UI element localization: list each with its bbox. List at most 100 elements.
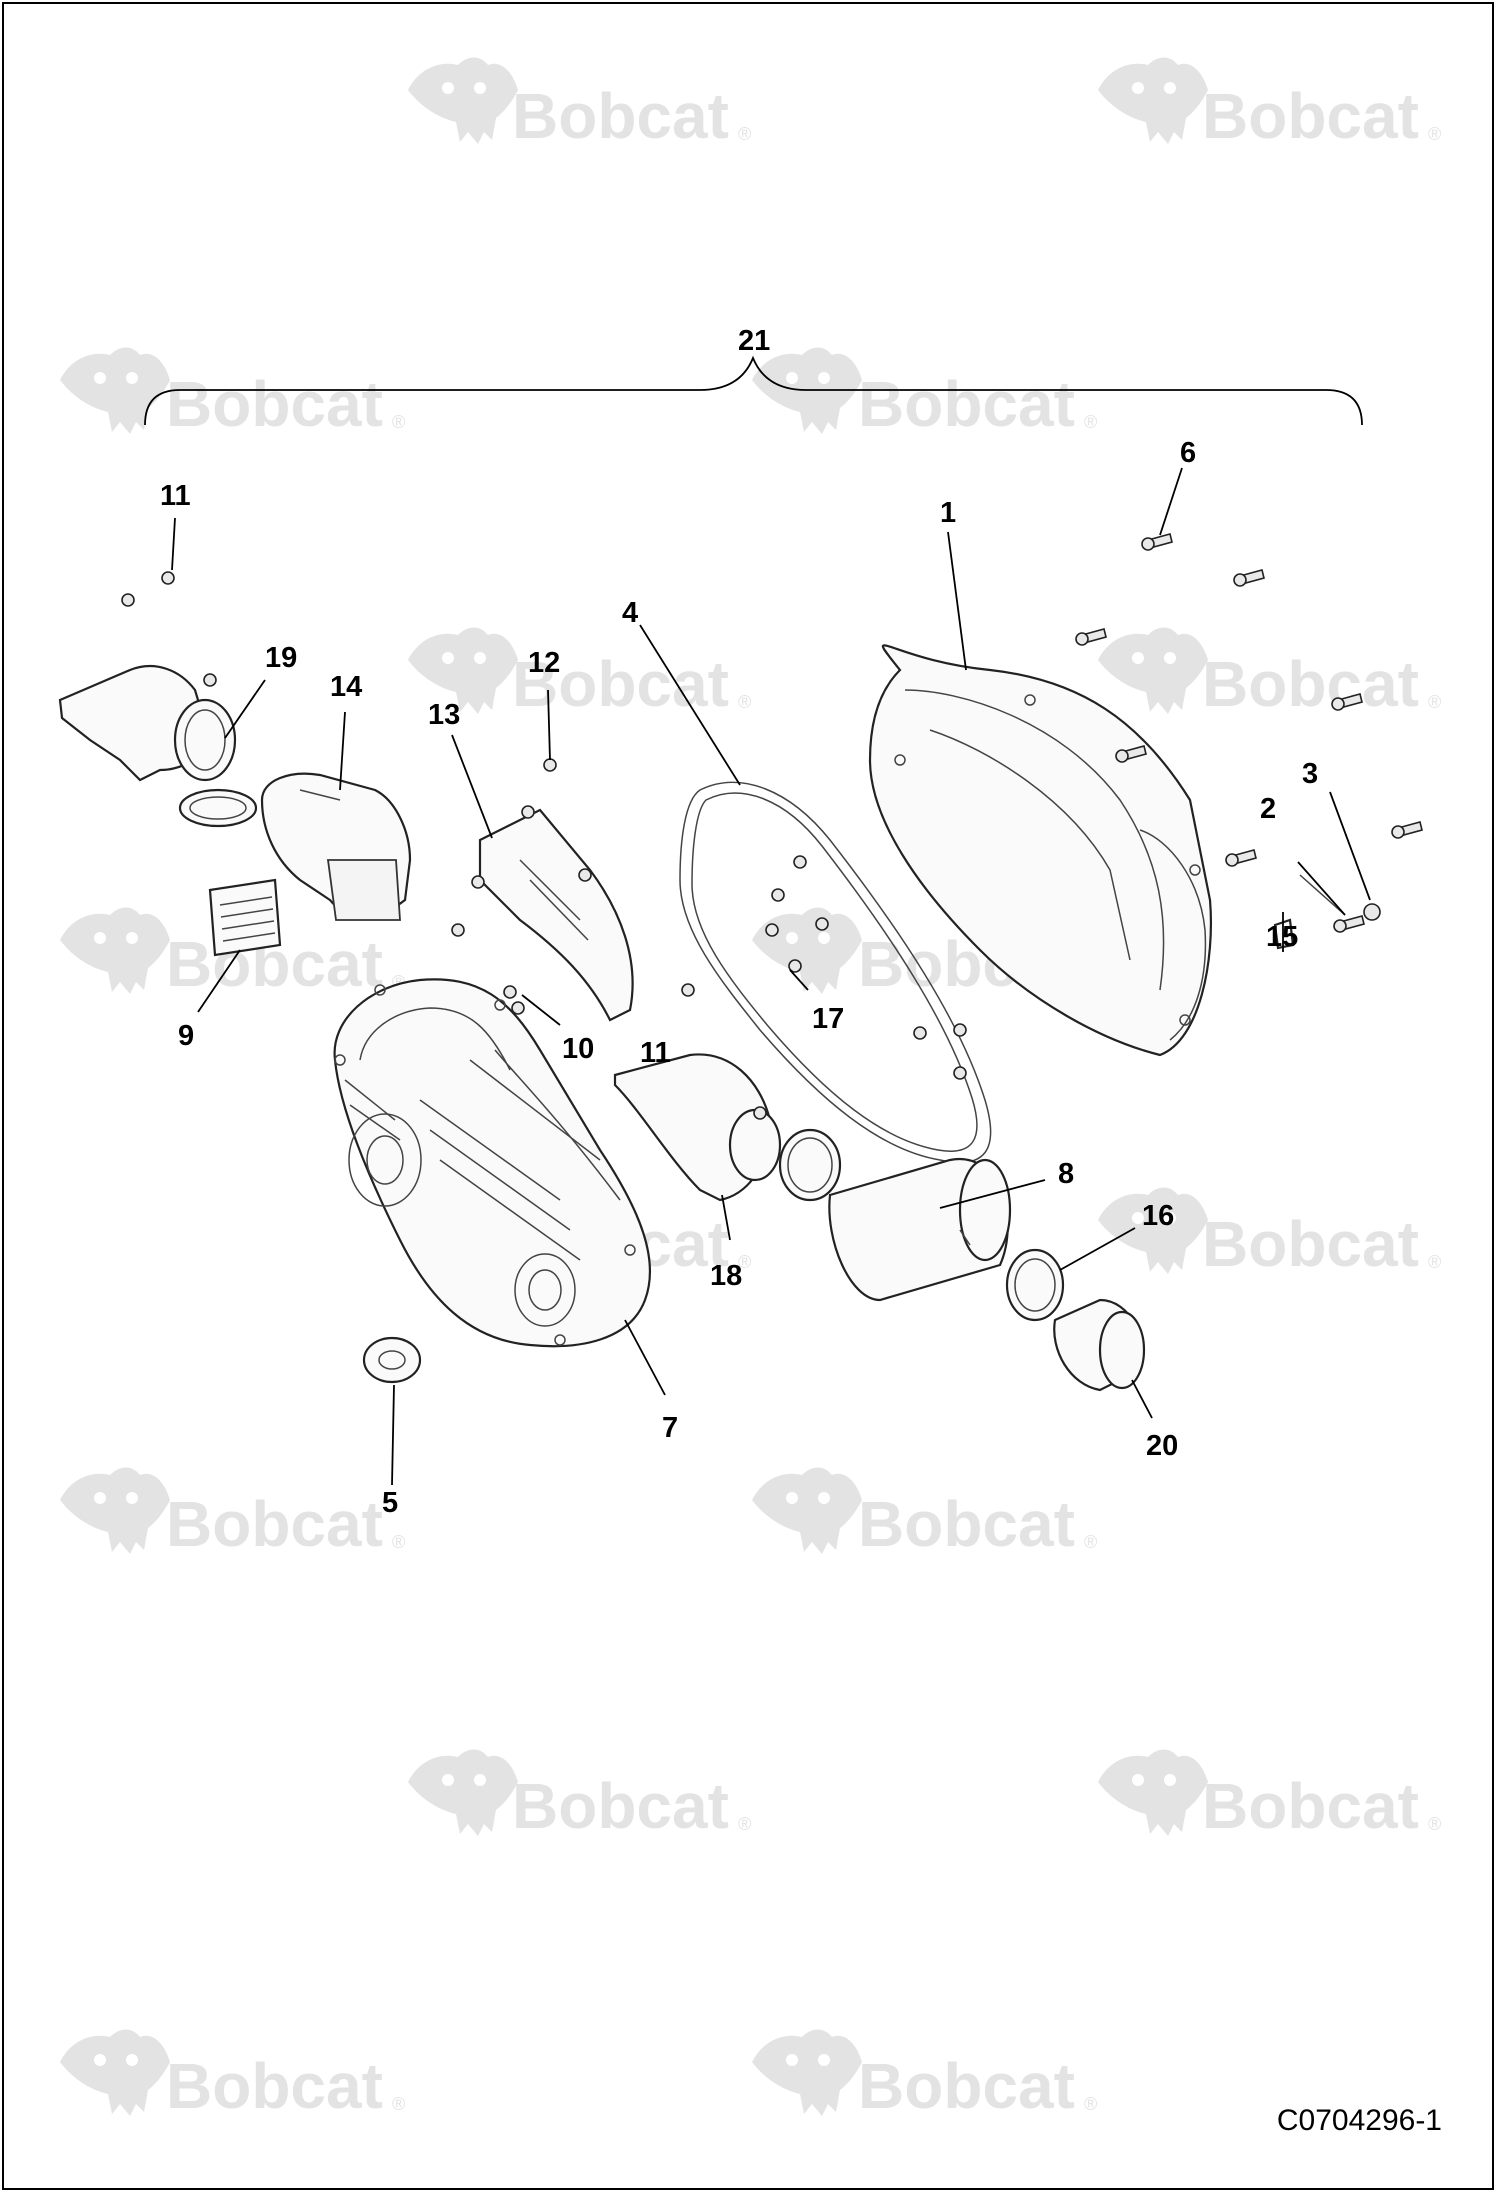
bobcat-head-logo-icon [1098, 627, 1208, 714]
bolt [1115, 745, 1147, 763]
watermark-text: Bobcat [166, 1488, 383, 1560]
screw-11-a [121, 593, 135, 607]
leader-5 [391, 1384, 395, 1486]
bobcat-head-logo-icon [408, 57, 518, 144]
leader-17 [789, 969, 809, 991]
watermark-reg: ® [738, 1252, 751, 1272]
bobcat-head-logo-icon [60, 347, 170, 434]
callout-7: 7 [662, 1412, 678, 1444]
watermark-10: Bobcat ® [1098, 1187, 1441, 1280]
leader-7 [624, 1319, 666, 1396]
leader-11-top [171, 517, 176, 571]
screw-10 [503, 985, 517, 999]
callout-13: 13 [428, 699, 460, 731]
watermark-4: Bobcat ® [752, 347, 1097, 440]
bobcat-head-logo-icon [60, 2029, 170, 2116]
watermark-text: Bobcat [1202, 1208, 1419, 1280]
watermark-text: Bobcat [1202, 648, 1419, 720]
assembly-brace [144, 355, 1363, 426]
watermark-2: Bobcat ® [1098, 57, 1441, 152]
watermark-reg: ® [1428, 124, 1441, 144]
callout-11-top: 11 [160, 480, 191, 512]
callout-3: 3 [1302, 758, 1318, 790]
callout-19: 19 [265, 642, 297, 674]
screw-17 [793, 855, 807, 869]
part-lower-duct [613, 1053, 782, 1202]
callout-15: 15 [1266, 921, 1298, 953]
watermark-reg: ® [738, 124, 751, 144]
callout-1: 1 [940, 497, 956, 529]
bobcat-head-logo-icon [752, 907, 862, 994]
screw-11-b [161, 571, 175, 585]
callout-labels: 21 6 1 11 4 19 12 14 13 3 2 15 17 9 10 1… [160, 325, 1318, 1519]
callout-9: 9 [178, 1020, 194, 1052]
leader-16 [1059, 1227, 1136, 1271]
bolt [1331, 693, 1363, 711]
bobcat-head-logo-icon [752, 2029, 862, 2116]
screw [471, 875, 485, 889]
part-nut [1363, 903, 1381, 921]
part-pin [1273, 918, 1295, 950]
screw-17 [953, 1023, 967, 1037]
leader-lines [171, 467, 1371, 1486]
leader-13 [451, 734, 493, 839]
document-code: C0704296-1 [1276, 2104, 1442, 2137]
screw-11-lower [681, 983, 695, 997]
watermark-reg: ® [738, 1814, 751, 1834]
leader-20 [1131, 1379, 1153, 1419]
watermark-14: Bobcat ® [1098, 1749, 1441, 1842]
watermark-reg: ® [738, 692, 751, 712]
bobcat-head-logo-icon [1098, 1749, 1208, 1836]
watermark-text: Bobcat [858, 1488, 1075, 1560]
leader-14 [339, 711, 346, 791]
part-inner-clutch-cover [333, 978, 652, 1348]
bobcat-head-logo-icon [408, 1749, 518, 1836]
watermark-text: Bobcat [1202, 1770, 1419, 1842]
callout-18: 18 [710, 1260, 742, 1292]
part-boot-adapter [1053, 1298, 1146, 1392]
part-intake-elbow [260, 772, 412, 921]
screw [203, 673, 217, 687]
leader-9 [197, 949, 241, 1013]
watermark-reg: ® [1428, 1252, 1441, 1272]
part-upper-intake-duct [58, 665, 237, 782]
watermark-reg: ® [392, 1532, 405, 1552]
callout-4: 4 [622, 597, 638, 629]
leader-6 [1159, 467, 1183, 536]
leader-2 [1297, 861, 1346, 916]
callout-5: 5 [382, 1487, 398, 1519]
watermark-16: Bobcat ® [752, 2029, 1097, 2122]
part-outer-clutch-cover [868, 644, 1213, 1057]
part-hose-clamp-upper [178, 788, 258, 828]
callout-12: 12 [528, 647, 560, 679]
watermark-13: Bobcat ® [408, 1749, 751, 1842]
screw [753, 1106, 767, 1120]
bobcat-head-logo-icon [752, 1467, 862, 1554]
watermark-3: Bobcat ® [60, 347, 405, 440]
bobcat-head-logo-icon [60, 1467, 170, 1554]
watermark-text: Bobcat [512, 1770, 729, 1842]
screw-17 [913, 1026, 927, 1040]
watermark-text: Bobcat [858, 2050, 1075, 2122]
callout-2: 2 [1260, 793, 1276, 825]
watermark-6: Bobcat ® [1098, 627, 1441, 720]
watermark-reg: ® [1084, 2094, 1097, 2114]
callout-16: 16 [1142, 1200, 1174, 1232]
watermark-text: Bobcat [166, 368, 383, 440]
watermark-reg: ® [392, 2094, 405, 2114]
watermark-1: Bobcat ® [408, 57, 751, 152]
callout-6: 6 [1180, 437, 1196, 469]
callout-10: 10 [562, 1033, 594, 1065]
screw-17 [953, 1066, 967, 1080]
bolt [1233, 569, 1265, 587]
leader-8 [939, 1179, 1046, 1209]
leader-10 [521, 994, 561, 1026]
bolt [1225, 849, 1257, 867]
callout-8: 8 [1058, 1158, 1074, 1190]
part-hose-clamp-middle [778, 1128, 842, 1202]
watermark-15: Bobcat ® [60, 2029, 405, 2122]
fasteners [121, 533, 1423, 1120]
screw-17 [788, 959, 802, 973]
